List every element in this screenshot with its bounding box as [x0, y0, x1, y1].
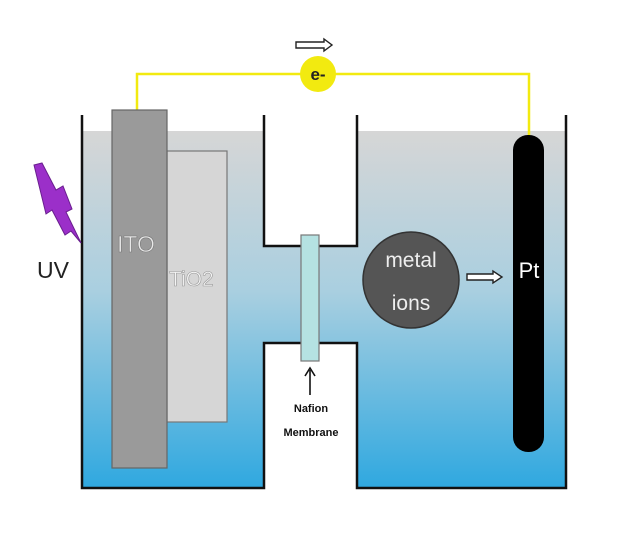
- metal-ions-label-line1: metal: [385, 249, 436, 272]
- uv-label: UV: [37, 257, 70, 283]
- pt-electrode: [513, 135, 544, 452]
- metal-ions-circle: metal ions: [362, 231, 460, 329]
- up-arrow-head: [304, 366, 316, 377]
- membrane-label-line2: Membrane: [283, 427, 338, 439]
- nafion-membrane: [300, 234, 320, 362]
- right-arrow-icon: [466, 269, 504, 285]
- electron-badge: e-: [300, 56, 336, 92]
- right-arrow-icon: [295, 37, 334, 53]
- tio2-layer: [166, 150, 228, 423]
- membrane-label-line1: Nafion: [294, 403, 329, 415]
- pt-label: Pt: [519, 258, 540, 283]
- tio2-label: TiO2: [169, 268, 214, 291]
- electron-label: e-: [310, 65, 325, 84]
- cell-wall-center-top: [262, 115, 359, 248]
- metal-ions-label-line2: ions: [392, 292, 431, 315]
- lightning-bolt-icon: [33, 162, 82, 244]
- ito-label: ITO: [117, 231, 155, 257]
- ito-electrode: [111, 109, 168, 469]
